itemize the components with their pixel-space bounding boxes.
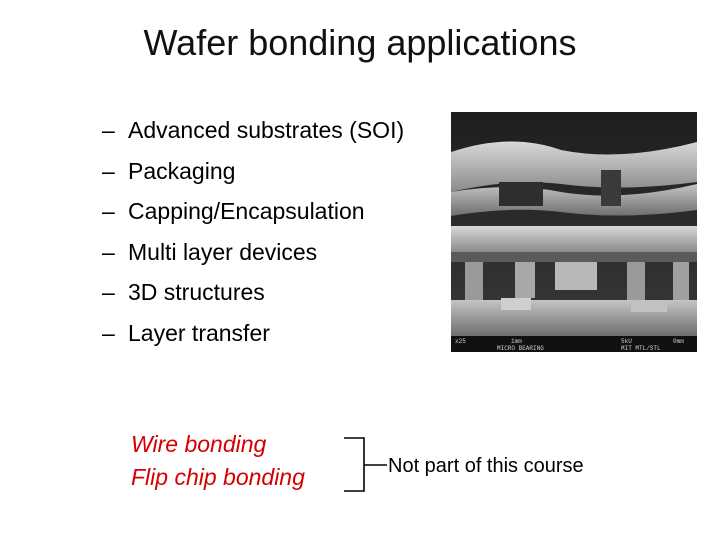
svg-text:MICRO BEARING: MICRO BEARING (497, 345, 544, 352)
svg-text:1mm: 1mm (511, 338, 522, 345)
excluded-topic: Wire bonding (131, 431, 267, 457)
excluded-topic: Flip chip bonding (131, 464, 305, 490)
bullet-item: –Packaging (102, 151, 404, 192)
svg-text:MIT MTL/STL: MIT MTL/STL (621, 345, 661, 352)
bullet-text: Packaging (128, 157, 236, 184)
right-bracket-icon (344, 437, 387, 492)
bullet-dash: – (102, 238, 115, 265)
bullet-item: –3D structures (102, 272, 404, 313)
slide-title: Wafer bonding applications (143, 22, 577, 63)
sem-caption-text: x25 1mm MICRO BEARING 5kU MIT MTL/STL 0m… (455, 338, 684, 352)
bullet-dash: – (102, 198, 115, 224)
bullet-text: Multi layer devices (128, 238, 318, 265)
svg-text:0mm: 0mm (673, 338, 684, 345)
svg-text:5kU: 5kU (621, 338, 632, 345)
bullet-item: –Layer transfer (102, 313, 404, 354)
bullet-item: –Multi layer devices (102, 232, 404, 273)
sem-caption-bar: x25 1mm MICRO BEARING 5kU MIT MTL/STL 0m… (451, 336, 697, 352)
excluded-note: Not part of this course (388, 455, 584, 477)
excluded-topics: Wire bonding Flip chip bonding (131, 428, 305, 494)
bullet-dash: – (102, 319, 115, 346)
svg-text:x25: x25 (455, 338, 466, 345)
bullet-item: –Advanced substrates (SOI) (102, 110, 404, 151)
bullet-list: –Advanced substrates (SOI) –Packaging –C… (102, 110, 404, 353)
bullet-dash: – (102, 117, 115, 143)
bullet-text: Capping/Encapsulation (128, 198, 365, 224)
bullet-dash: – (102, 279, 115, 305)
bullet-item: –Capping/Encapsulation (102, 191, 404, 232)
bullet-text: Advanced substrates (SOI) (128, 117, 405, 143)
bullet-text: Layer transfer (128, 319, 270, 346)
bullet-text: 3D structures (128, 279, 265, 305)
sem-micrograph-image: x25 1mm MICRO BEARING 5kU MIT MTL/STL 0m… (451, 112, 697, 352)
bullet-dash: – (102, 157, 115, 184)
sem-micrograph-drawing (451, 112, 697, 352)
